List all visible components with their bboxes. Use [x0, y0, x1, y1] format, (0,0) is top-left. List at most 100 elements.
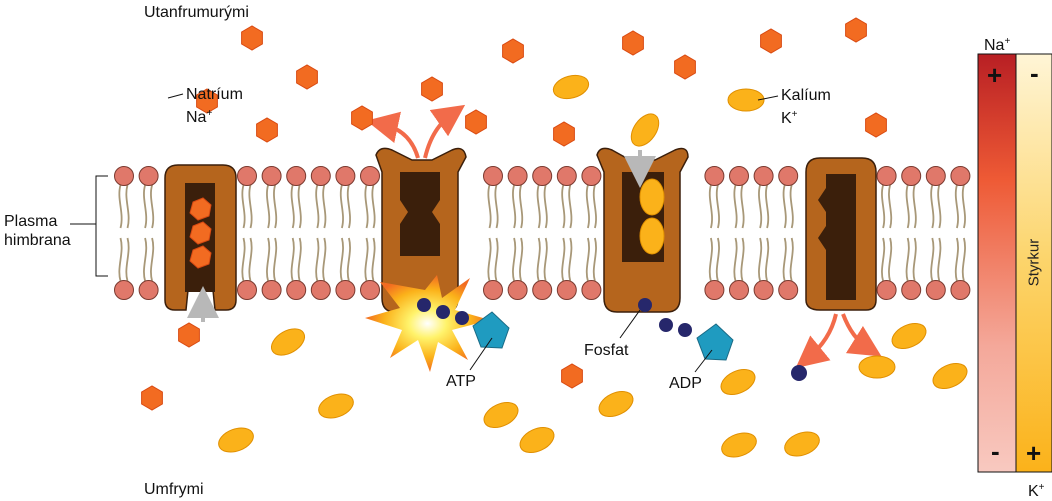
lipid-tail [315, 237, 320, 282]
sodium-ion [760, 28, 782, 54]
lipid-tail [143, 184, 148, 229]
lipid-head [901, 166, 922, 186]
lipid-head [138, 166, 159, 186]
lipid-head [483, 280, 503, 300]
adp-label: ADP [669, 375, 702, 392]
lipid-tail [512, 237, 517, 282]
potassium-label: Kalíum K+ [781, 87, 831, 127]
lipid-tail [266, 237, 271, 282]
lipid-tail [961, 237, 966, 282]
lipid-head [310, 280, 331, 300]
lipid-tail [364, 184, 369, 229]
lipid-tail [150, 237, 155, 282]
lipid-head [925, 166, 946, 186]
lipid-tail [346, 237, 351, 282]
lipid-head [950, 280, 971, 300]
lipid-head [507, 280, 528, 300]
pump-state-3 [596, 147, 689, 313]
lipid-tail [519, 184, 524, 229]
lipid-head [114, 166, 134, 186]
lipid-head [261, 280, 282, 300]
lipid-head [335, 166, 356, 186]
lipid-tail [568, 237, 573, 282]
lipid-tail [708, 237, 713, 282]
potassium-ion [720, 368, 756, 396]
sodium-ion [296, 64, 318, 90]
lipid-tail [297, 237, 302, 282]
lipid-tail [561, 237, 566, 282]
potassium-ion [858, 355, 896, 379]
lipid-tail [789, 184, 794, 229]
sodium-ion [622, 30, 644, 56]
lipid-tail [487, 237, 492, 282]
lipid-tail [888, 184, 893, 229]
lipid-head [778, 280, 799, 300]
sodium-high-sign: + [987, 60, 1003, 90]
sodium-ion [178, 322, 200, 348]
sodium-ion [502, 38, 524, 64]
lipid-tail [322, 184, 327, 229]
potassium-ion [519, 426, 555, 454]
potassium-ion [483, 401, 519, 429]
membrane-label: Plasma himbrana [4, 213, 71, 249]
lipid-head [310, 166, 331, 186]
lipid-head [876, 166, 897, 186]
lipid-tail [708, 184, 713, 229]
lipid-tail [494, 237, 499, 282]
lipid-head [729, 280, 749, 300]
lipid-head [901, 280, 922, 300]
lipid-head [753, 280, 774, 300]
lipid-tail [592, 184, 597, 229]
lipid-tail [346, 184, 351, 229]
lipid-tail [954, 237, 959, 282]
lipid-head [114, 280, 134, 300]
potassium-concentration-bar [1015, 53, 1052, 473]
lipid-head [704, 280, 725, 300]
sodium-ion [241, 25, 263, 51]
lipid-tail [241, 237, 246, 282]
lipid-tail [297, 184, 302, 229]
lipid-tail [125, 184, 130, 229]
lipid-head [753, 166, 774, 186]
lipid-head [532, 166, 553, 186]
potassium-ion [721, 432, 757, 458]
lipid-head [581, 166, 602, 186]
potassium-ion [552, 74, 590, 100]
lipid-tail [733, 237, 738, 282]
lipid-tail [364, 237, 369, 282]
sodium-low-sign: - [991, 436, 1000, 466]
sodium-ion [845, 17, 867, 43]
lipid-tail [905, 237, 910, 282]
atp-molecule [417, 298, 510, 371]
lipid-tail [733, 184, 738, 229]
pump-state-2 [375, 147, 467, 313]
lipid-tail [561, 184, 566, 229]
lipid-tail [765, 237, 770, 282]
lipid-tail [494, 184, 499, 229]
lipid-tail [150, 184, 155, 229]
lipid-tail [585, 184, 590, 229]
lipid-tail [118, 184, 123, 229]
release-arrow-phosphate [795, 313, 838, 369]
potassium-ion [318, 393, 354, 419]
sodium-ion [465, 109, 487, 135]
sodium-ion [256, 117, 278, 143]
lipid-tail [125, 237, 130, 282]
lipid-tail [248, 237, 253, 282]
lipid-tail [487, 184, 492, 229]
lipid-tail [536, 237, 541, 282]
cytoplasm-label: Umfrymi [144, 481, 204, 498]
sodium-ion [865, 112, 887, 138]
lipid-head [704, 166, 725, 186]
lipid-head [237, 280, 257, 300]
lipid-tail [937, 237, 942, 282]
phosphate-label: Fosfat [584, 342, 629, 359]
lipid-tail [905, 184, 910, 229]
adp-molecule [659, 318, 734, 373]
pump-state-1 [164, 164, 237, 311]
gradient-na-label: Na+ [984, 36, 1011, 54]
lipid-head [138, 280, 159, 300]
release-arrow-right [423, 104, 466, 159]
sodium-ion [561, 363, 583, 389]
lipid-tail [789, 237, 794, 282]
